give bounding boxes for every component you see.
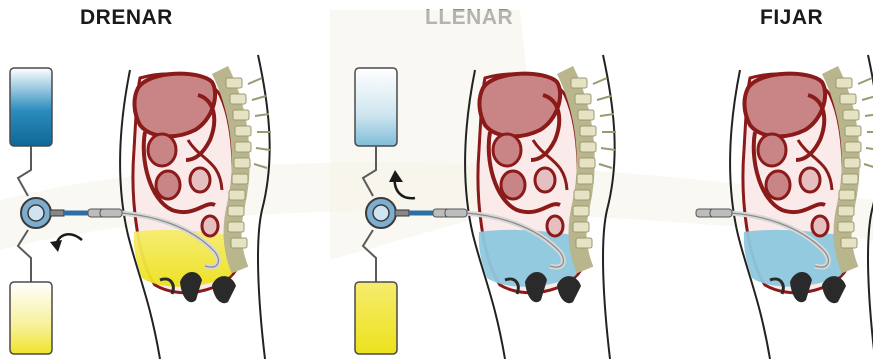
panel-fill (355, 55, 616, 359)
bag-bottom-drain (10, 282, 52, 354)
bag-bottom-fill (355, 282, 397, 354)
bag-top-fill (355, 68, 397, 146)
panel-drain (10, 55, 271, 359)
bag-top-drain (10, 68, 52, 146)
